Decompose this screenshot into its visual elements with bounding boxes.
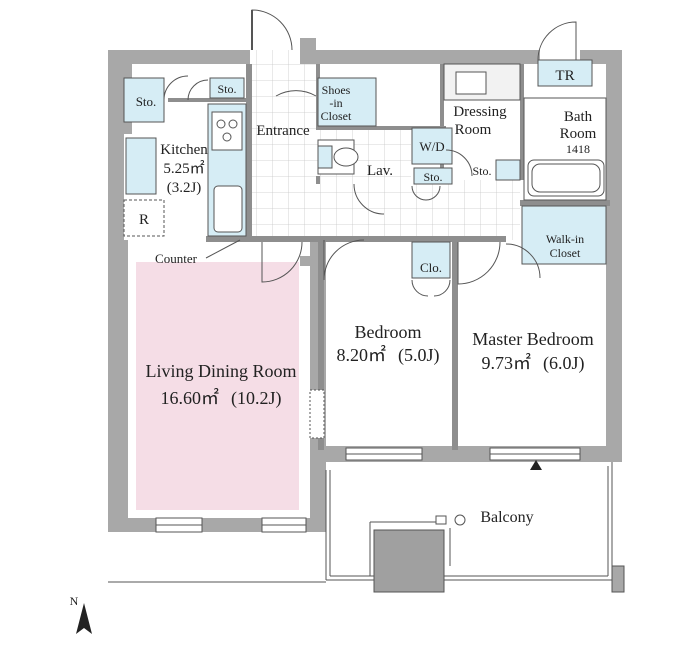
outdoor-unit	[373, 529, 445, 593]
shoes-label-2: -in	[329, 96, 342, 110]
bathtub	[527, 159, 605, 197]
lav-storage	[413, 167, 453, 185]
sto-lav-label: Sto.	[423, 170, 442, 184]
kitchen-shelf	[125, 137, 157, 195]
bath-label-1: Bath	[564, 109, 593, 125]
dressing-label-1: Dressing	[453, 104, 507, 120]
master-bedroom-door[interactable]	[457, 241, 501, 285]
windows	[155, 389, 581, 533]
balcony-label: Balcony	[480, 509, 533, 526]
kitchen-sink	[213, 185, 243, 233]
dressing-label-2: Room	[455, 122, 492, 138]
toilet	[333, 147, 359, 167]
wd-label: W/D	[419, 139, 444, 154]
bedroom-area: 8.20㎡	[337, 344, 387, 365]
north-label: N	[70, 594, 79, 608]
bedroom-jo: (5.0J)	[398, 345, 440, 366]
north-arrow: N	[70, 594, 92, 634]
kitchen-area: 5.25㎡	[163, 160, 204, 177]
sto-top-label: Sto.	[217, 82, 236, 96]
entrance-door[interactable]	[251, 9, 293, 51]
master-bedroom-jo: (6.0J)	[543, 353, 585, 374]
clo-label: Clo.	[420, 260, 442, 275]
north-arrow-icon	[76, 603, 92, 634]
sto-left-label: Sto.	[136, 94, 157, 109]
walk-in-closet	[521, 205, 607, 265]
master-bedroom-name: Master Bedroom	[472, 329, 593, 349]
refrigerator	[123, 199, 165, 237]
master-bedroom-area: 9.73㎡	[482, 352, 532, 373]
tr-label: TR	[555, 68, 574, 84]
walkin-label-2: Closet	[550, 246, 581, 260]
kitchen-jo: (3.2J)	[167, 180, 202, 196]
kitchen-storage-left	[123, 77, 165, 123]
bath-label-2: Room	[560, 126, 597, 142]
shoes-label-1: Shoes	[322, 83, 351, 97]
shoes-label-3: Closet	[321, 109, 352, 123]
refrigerator-label: R	[139, 212, 149, 228]
living-door[interactable]	[261, 241, 303, 283]
living-room-area-line: 16.60㎡ (10.2J)	[161, 387, 282, 409]
master-area-line: 9.73㎡ (6.0J)	[482, 352, 585, 374]
bath-size: 1418	[566, 142, 590, 156]
walkin-label-1: Walk-in	[546, 232, 584, 246]
living-room-jo: (10.2J)	[231, 388, 282, 409]
entrance-label: Entrance	[256, 123, 310, 139]
living-room-name: Living Dining Room	[145, 361, 296, 381]
kitchen-name: Kitchen	[160, 142, 208, 158]
lav-label: Lav.	[367, 163, 393, 179]
dressing-storage	[495, 159, 521, 181]
bedroom-closet	[411, 241, 451, 279]
trunk-room	[537, 59, 593, 87]
sto-dress-label: Sto.	[472, 164, 491, 178]
bedroom-door[interactable]	[323, 239, 365, 281]
tr-door-swing	[537, 21, 577, 61]
bedroom-name: Bedroom	[355, 322, 422, 342]
corridor-floor	[250, 180, 520, 240]
living-room-fill	[136, 262, 299, 510]
living-room-area: 16.60㎡	[161, 387, 220, 408]
washer-dryer	[411, 127, 453, 165]
counter-label: Counter	[155, 251, 198, 266]
bedroom-area-line: 8.20㎡ (5.0J)	[337, 344, 440, 366]
kitchen-storage-top	[209, 77, 245, 99]
entrance-marker	[530, 460, 542, 470]
stove	[211, 111, 243, 151]
shoes-in-closet	[317, 77, 377, 127]
balcony	[108, 462, 625, 593]
